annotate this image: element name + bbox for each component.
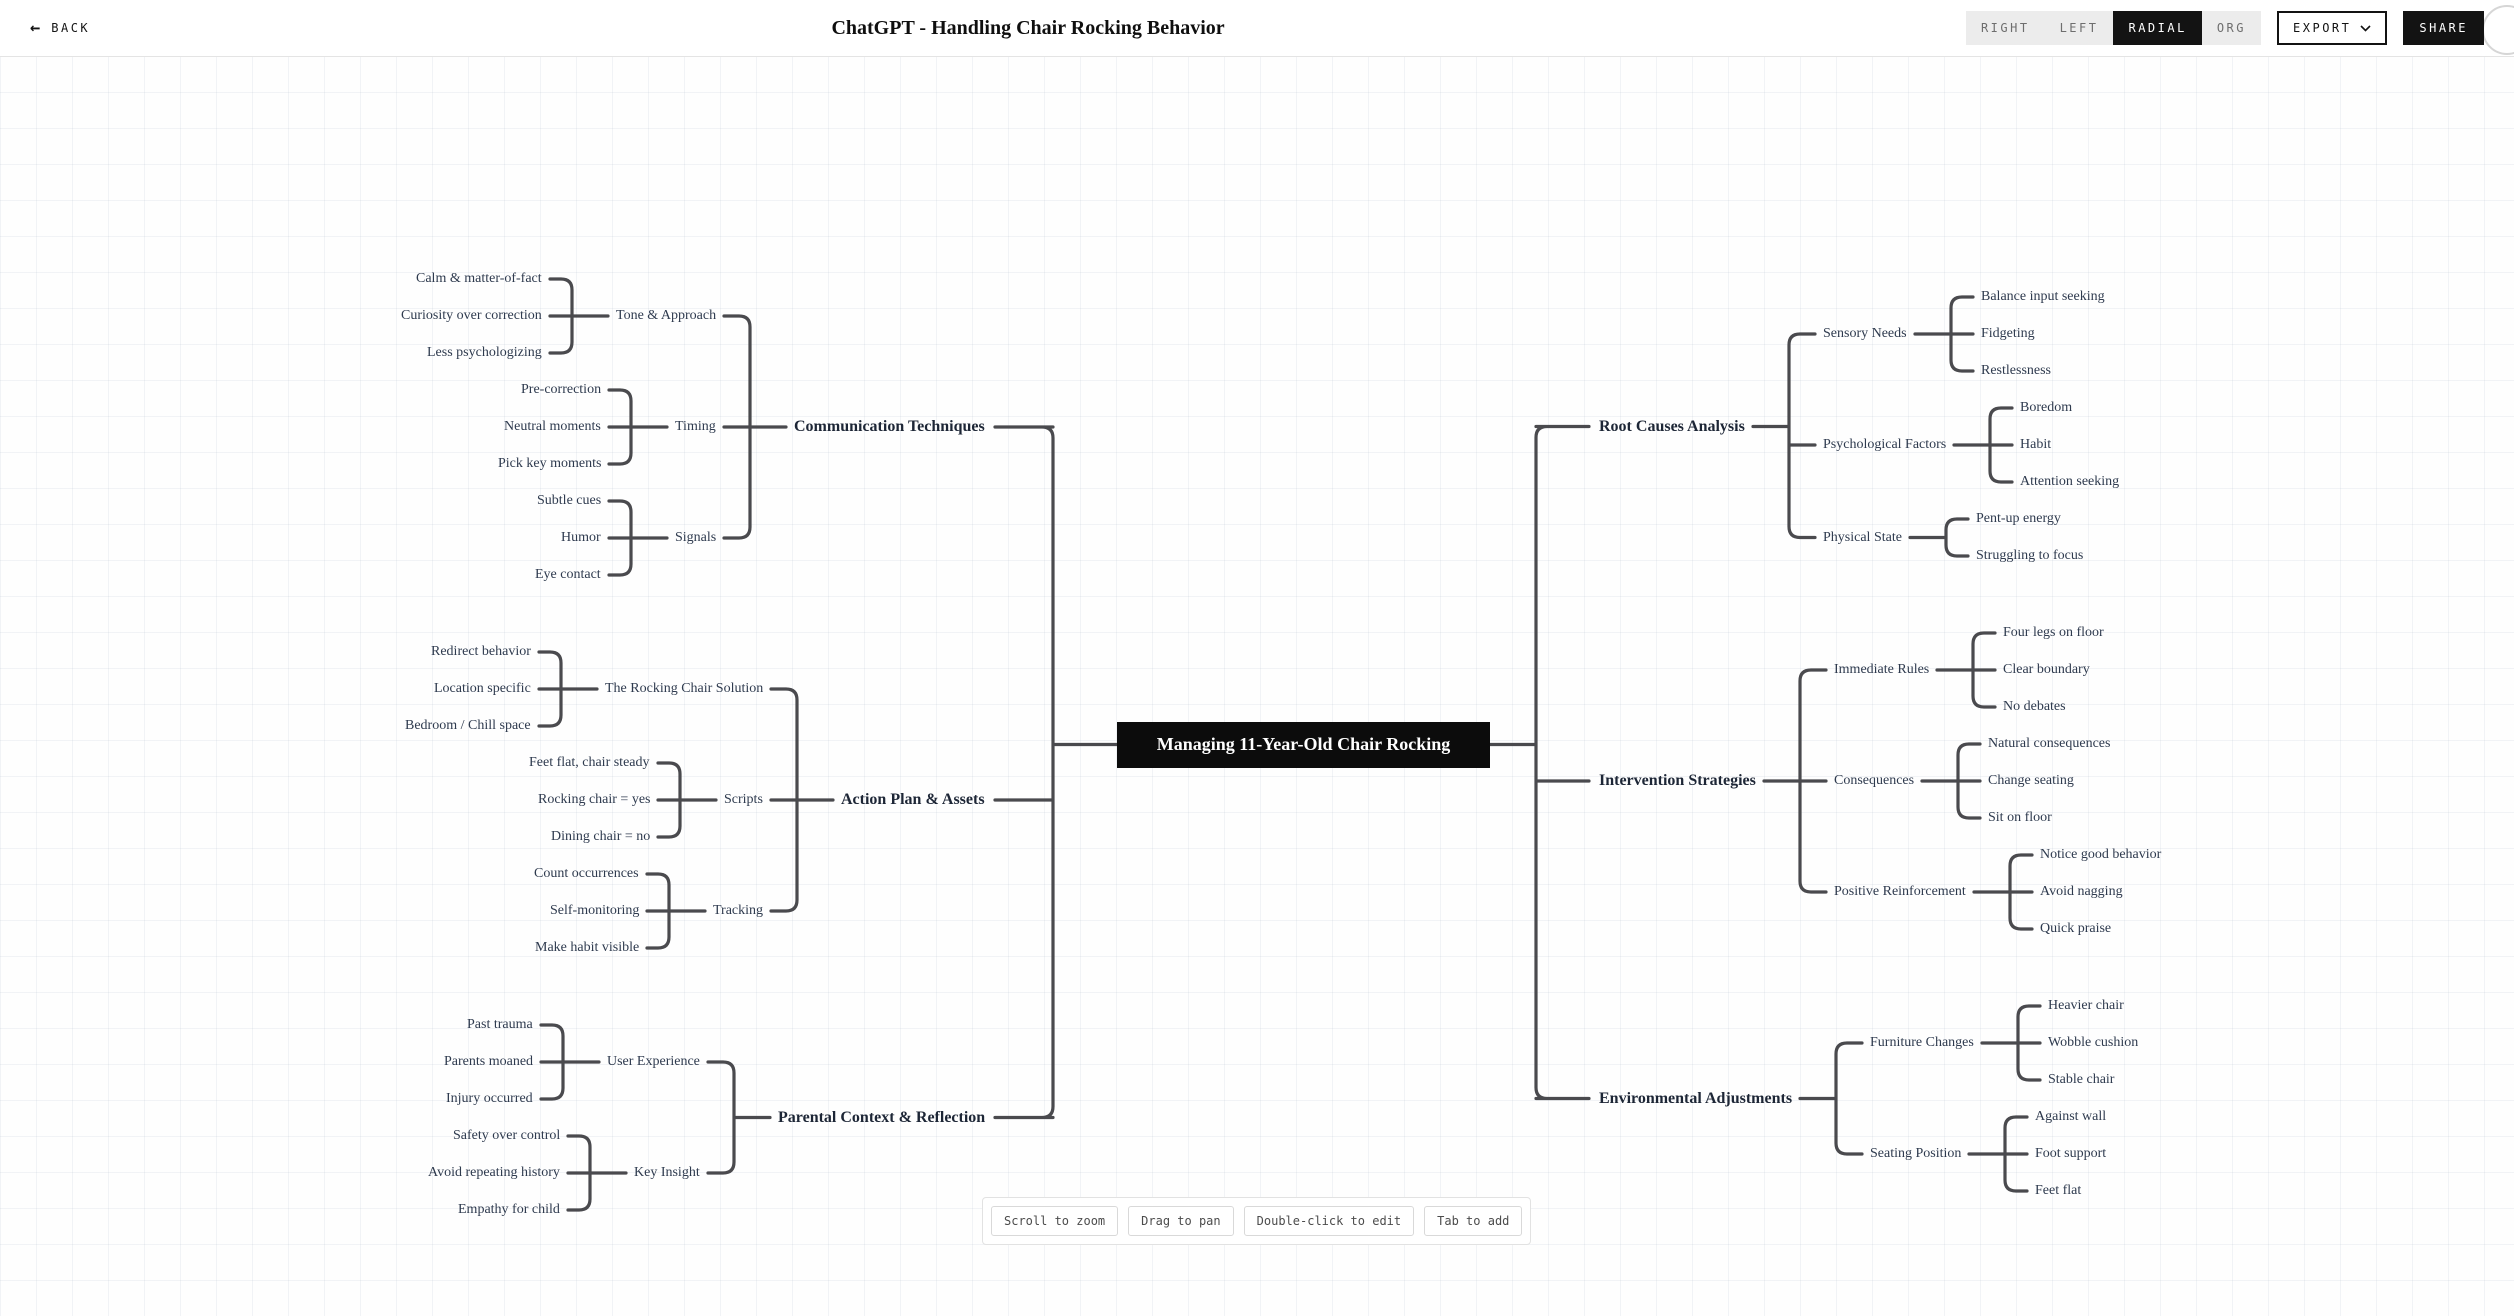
map-node-branch[interactable]: Root Causes Analysis	[1599, 417, 1745, 435]
map-node-leaf[interactable]: Eye contact	[535, 567, 601, 582]
map-node-group[interactable]: Physical State	[1823, 529, 1902, 545]
map-node-leaf[interactable]: Habit	[2020, 437, 2052, 452]
map-node-group[interactable]: Tracking	[713, 903, 764, 918]
map-node-leaf[interactable]: Change seating	[1988, 773, 2074, 788]
back-arrow-icon: ←	[30, 18, 41, 38]
map-node-branch[interactable]: Environmental Adjustments	[1599, 1089, 1793, 1107]
map-node-leaf[interactable]: Redirect behavior	[431, 644, 531, 659]
map-node-group[interactable]: Psychological Factors	[1823, 437, 1947, 452]
hint-chip: Drag to pan	[1128, 1206, 1234, 1236]
map-node-leaf[interactable]: Attention seeking	[2020, 474, 2120, 489]
map-node-leaf[interactable]: Past trauma	[467, 1017, 533, 1032]
layout-mode-org[interactable]: ORG	[2202, 11, 2261, 45]
map-node-group[interactable]: Immediate Rules	[1834, 662, 1930, 677]
back-button[interactable]: ← BACK	[30, 18, 90, 38]
map-node-leaf[interactable]: Four legs on floor	[2003, 625, 2104, 640]
map-node-leaf[interactable]: Bedroom / Chill space	[405, 718, 531, 733]
hint-chip: Scroll to zoom	[991, 1206, 1119, 1236]
export-label: EXPORT	[2293, 21, 2352, 35]
map-node-leaf[interactable]: Foot support	[2035, 1146, 2107, 1161]
layout-mode-right[interactable]: RIGHT	[1966, 11, 2045, 45]
map-node-group[interactable]: Timing	[675, 419, 716, 434]
mindmap-connectors	[537, 277, 2042, 1212]
export-button[interactable]: EXPORT	[2277, 11, 2388, 45]
map-node-leaf[interactable]: Feet flat, chair steady	[529, 755, 650, 770]
page-title: ChatGPT - Handling Chair Rocking Behavio…	[831, 16, 1225, 39]
map-node-group[interactable]: User Experience	[607, 1054, 700, 1069]
map-node-leaf[interactable]: Rocking chair = yes	[538, 792, 651, 807]
map-root-node[interactable]: Managing 11-Year-Old Chair Rocking	[1117, 721, 1490, 768]
map-node-leaf[interactable]: Heavier chair	[2048, 998, 2124, 1013]
map-node-group[interactable]: Consequences	[1834, 773, 1915, 788]
share-button[interactable]: SHARE	[2403, 11, 2484, 45]
map-node-leaf[interactable]: Safety over control	[453, 1128, 561, 1143]
map-node-leaf[interactable]: No debates	[2003, 699, 2066, 714]
back-label: BACK	[51, 21, 91, 35]
map-node-leaf[interactable]: Neutral moments	[504, 419, 601, 434]
map-node-leaf[interactable]: Empathy for child	[458, 1202, 560, 1217]
layout-mode-left[interactable]: LEFT	[2045, 11, 2114, 45]
hint-chip: Tab to add	[1424, 1206, 1523, 1236]
map-node-leaf[interactable]: Make habit visible	[535, 940, 640, 955]
map-node-leaf[interactable]: Restlessness	[1981, 363, 2051, 378]
map-node-leaf[interactable]: Clear boundary	[2003, 662, 2090, 677]
map-node-leaf[interactable]: Against wall	[2035, 1109, 2107, 1124]
map-node-branch[interactable]: Communication Techniques	[794, 418, 985, 435]
map-node-branch[interactable]: Intervention Strategies	[1599, 772, 1756, 789]
map-node-group[interactable]: Positive Reinforcement	[1834, 884, 1966, 899]
map-node-leaf[interactable]: Quick praise	[2040, 921, 2112, 936]
map-node-leaf[interactable]: Parents moaned	[444, 1054, 534, 1069]
map-node-leaf[interactable]: Self-monitoring	[550, 903, 640, 918]
map-node-leaf[interactable]: Stable chair	[2048, 1072, 2115, 1087]
map-node-group[interactable]: Signals	[675, 530, 717, 545]
map-node-leaf[interactable]: Pre-correction	[521, 382, 602, 397]
map-node-leaf[interactable]: Feet flat	[2035, 1183, 2082, 1198]
layout-mode-radial[interactable]: RADIAL	[2113, 11, 2202, 45]
map-node-leaf[interactable]: Curiosity over correction	[401, 308, 542, 323]
map-node-leaf[interactable]: Injury occurred	[446, 1091, 533, 1106]
map-node-leaf[interactable]: Pent-up energy	[1976, 511, 2061, 526]
map-node-leaf[interactable]: Pick key moments	[498, 456, 602, 471]
hint-chip: Double-click to edit	[1243, 1206, 1415, 1236]
map-node-group[interactable]: Scripts	[724, 792, 763, 807]
map-node-leaf[interactable]: Humor	[561, 530, 601, 545]
map-node-group[interactable]: Furniture Changes	[1870, 1035, 1974, 1050]
map-node-leaf[interactable]: Struggling to focus	[1976, 548, 2084, 563]
map-node-leaf[interactable]: Balance input seeking	[1981, 289, 2105, 304]
map-node-branch[interactable]: Action Plan & Assets	[841, 791, 985, 808]
map-node-leaf[interactable]: Notice good behavior	[2040, 847, 2162, 862]
map-node-leaf[interactable]: Natural consequences	[1988, 736, 2111, 751]
map-node-leaf[interactable]: Subtle cues	[537, 493, 602, 508]
map-node-leaf[interactable]: Count occurrences	[534, 866, 639, 881]
map-node-group[interactable]: Sensory Needs	[1823, 326, 1907, 341]
map-node-group[interactable]: Tone & Approach	[616, 308, 717, 323]
map-node-leaf[interactable]: Wobble cushion	[2048, 1035, 2139, 1050]
map-node-leaf[interactable]: Fidgeting	[1981, 326, 2035, 341]
chevron-down-icon	[2360, 24, 2371, 32]
hint-bar: Scroll to zoom Drag to pan Double-click to…	[982, 1197, 1532, 1245]
map-node-leaf[interactable]: Avoid nagging	[2040, 884, 2123, 899]
map-node-leaf[interactable]: Sit on floor	[1988, 810, 2052, 825]
map-node-branch[interactable]: Parental Context & Reflection	[778, 1108, 986, 1126]
map-node-leaf[interactable]: Less psychologizing	[427, 345, 542, 360]
map-node-leaf[interactable]: Calm & matter-of-fact	[416, 271, 542, 286]
map-node-group[interactable]: Seating Position	[1870, 1146, 1962, 1161]
map-node-leaf[interactable]: Avoid repeating history	[428, 1165, 560, 1180]
map-node-group[interactable]: The Rocking Chair Solution	[605, 681, 764, 696]
top-bar: ← BACK ChatGPT - Handling Chair Rocking …	[0, 0, 2514, 57]
map-node-leaf[interactable]: Boredom	[2020, 400, 2073, 415]
mindmap-canvas[interactable]: Managing 11-Year-Old Chair Rocking Commu…	[0, 56, 2514, 1316]
map-node-group[interactable]: Key Insight	[634, 1165, 700, 1180]
map-node-leaf[interactable]: Dining chair = no	[551, 829, 651, 844]
map-node-leaf[interactable]: Location specific	[434, 681, 531, 696]
decorative-arc	[2482, 5, 2514, 55]
